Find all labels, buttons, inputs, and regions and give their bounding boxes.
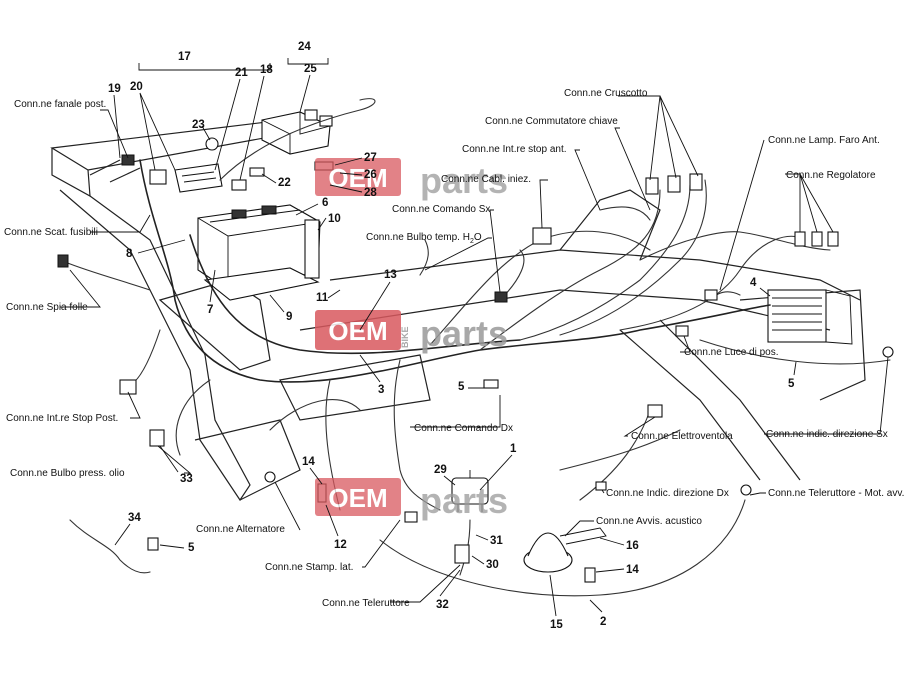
part-number: 1 <box>510 443 517 455</box>
part-numbers: 1 2 3 4 5 5 5 6 7 8 9 10 11 12 13 14 14 … <box>108 41 795 631</box>
label-bulbo-temp-end: O <box>474 232 482 243</box>
label-comando-sx: Conn.ne Comando Sx <box>392 204 490 215</box>
label-commutatore-chiave: Conn.ne Commutatore chiave <box>485 116 618 127</box>
label-teleruttore: Conn.ne Teleruttore <box>322 598 410 609</box>
part-number: 24 <box>298 41 311 53</box>
watermark-oem-box <box>315 310 401 350</box>
fuse-box <box>149 137 247 193</box>
part-number: 3 <box>378 384 384 396</box>
label-bulbo-temp-sub: 2 <box>470 238 474 245</box>
part-number: 4 <box>750 277 757 289</box>
part-number: 11 <box>316 292 329 304</box>
part-number: 15 <box>550 619 563 631</box>
watermark-bottom: OEM parts <box>315 478 508 521</box>
label-cabl-iniez: Conn.ne Cabl. iniez. <box>441 174 531 185</box>
watermark-bike: BIKE <box>400 326 410 348</box>
label-alternatore: Conn.ne Alternatore <box>196 524 285 535</box>
part-number: 5 <box>788 378 795 390</box>
part-number: 9 <box>286 311 292 323</box>
part-number: 34 <box>128 512 141 524</box>
label-stop-ant: Conn.ne Int.re stop ant. <box>462 144 567 155</box>
part-number: 25 <box>304 63 317 75</box>
part-number: 10 <box>328 213 341 225</box>
part-number: 8 <box>126 248 133 260</box>
part-number: 5 <box>188 542 195 554</box>
part-number: 14 <box>626 564 639 576</box>
part-number: 29 <box>434 464 447 476</box>
part-number: 30 <box>486 559 499 571</box>
label-indic-dir-dx: Conn.ne Indic. direzione Dx <box>606 488 729 499</box>
starter-relay <box>451 470 489 512</box>
label-lamp-faro-ant: Conn.ne Lamp. Faro Ant. <box>768 135 880 146</box>
watermark-parts: parts <box>420 313 508 354</box>
part-number: 16 <box>626 540 639 552</box>
label-fanale-post: Conn.ne fanale post. <box>14 99 106 110</box>
part-number: 13 <box>384 269 397 281</box>
watermark-parts-top: parts <box>420 160 508 201</box>
watermark-oem-box-bottom <box>315 478 401 516</box>
label-bulbo-temp-text: Conn.ne Bulbo temp. H <box>366 232 470 243</box>
watermark-oem-bottom: OEM <box>328 483 387 513</box>
horn <box>523 527 607 573</box>
watermark-oem-top: OEM <box>328 163 387 193</box>
label-bulbo-press-olio: Conn.ne Bulbo press. olio <box>10 468 125 479</box>
part-number: 14 <box>302 456 315 468</box>
label-avvis-acustico: Conn.ne Avvis. acustico <box>596 516 702 527</box>
part-number: 28 <box>364 187 377 199</box>
label-comando-dx: Conn.ne Comando Dx <box>414 423 513 434</box>
regulator <box>767 289 853 345</box>
part-number: 22 <box>278 177 291 189</box>
battery <box>197 204 321 301</box>
part-number: 7 <box>207 304 213 316</box>
label-stamp-lat: Conn.ne Stamp. lat. <box>265 562 353 573</box>
label-regolatore: Conn.ne Regolatore <box>786 170 876 181</box>
part-number: 31 <box>490 535 503 547</box>
label-bulbo-temp: Conn.ne Bulbo temp. H2O <box>366 232 482 245</box>
label-teleruttore-mot: Conn.ne Teleruttore - Mot. avv. <box>768 488 904 499</box>
leader-lines <box>60 58 889 603</box>
label-stop-post: Conn.ne Int.re Stop Post. <box>6 413 118 424</box>
part-number: 21 <box>235 67 248 79</box>
part-number: 6 <box>322 197 328 209</box>
part-number: 20 <box>130 81 143 93</box>
part-number: 2 <box>600 616 606 628</box>
relay-unit-24 <box>261 109 333 155</box>
part-number: 33 <box>180 473 193 485</box>
label-luce-pos: Conn.ne Luce di pos. <box>684 347 779 358</box>
part-number: 5 <box>458 381 465 393</box>
label-spia-folle: Conn.ne Spia folle <box>6 302 88 313</box>
number-leaders <box>113 74 797 617</box>
label-cruscotto: Conn.ne Cruscotto <box>564 88 648 99</box>
watermark-center: OEM BIKE parts <box>315 310 508 354</box>
part-number: 32 <box>436 599 449 611</box>
watermark-oem: OEM <box>328 316 387 346</box>
callout-labels: Conn.ne fanale post. Conn.ne Scat. fusib… <box>4 88 904 609</box>
watermark-parts-bottom: parts <box>420 480 508 521</box>
part-number: 23 <box>192 119 205 131</box>
part-number: 18 <box>260 64 273 76</box>
part-number: 17 <box>178 51 191 63</box>
part-number: 26 <box>364 169 377 181</box>
connector-parts <box>57 154 894 583</box>
part-number: 19 <box>108 83 121 95</box>
label-scat-fusibili: Conn.ne Scat. fusibili <box>4 227 98 238</box>
part-number: 12 <box>334 539 347 551</box>
label-elettroventola: Conn.ne Elettroventola <box>631 431 733 442</box>
label-indic-dir-sx: Conn.ne indic. direzione Sx <box>766 429 888 440</box>
part-number: 27 <box>364 152 377 164</box>
